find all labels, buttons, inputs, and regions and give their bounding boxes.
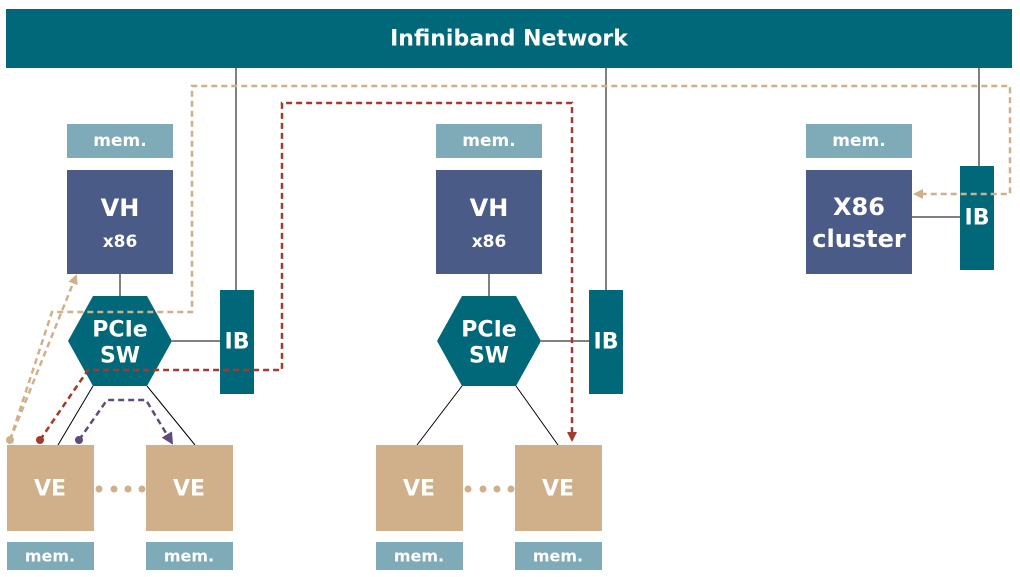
cluster-label-line1: X86 xyxy=(833,193,885,221)
pcie-switch: PCIe SW xyxy=(437,296,541,386)
x86-cluster-block: X86 cluster xyxy=(806,170,912,274)
pcie-label-line1: PCIe xyxy=(92,318,147,343)
mem-block: mem. xyxy=(515,542,602,570)
ib-label: IB xyxy=(225,330,250,355)
mem-label: mem. xyxy=(832,131,885,151)
ib-adapter: IB xyxy=(589,290,623,394)
ib-adapter: IB xyxy=(960,166,994,270)
pcie-switch: PCIe SW xyxy=(68,296,172,386)
ve-card: VE xyxy=(7,445,94,531)
data-path-red xyxy=(36,101,577,444)
mem-block: mem. xyxy=(436,124,542,158)
mem-block: mem. xyxy=(806,124,912,158)
infiniband-network-bar: Infiniband Network xyxy=(6,9,1012,68)
ve-label: VE xyxy=(34,477,66,502)
ib-label: IB xyxy=(965,206,990,231)
data-path-purple xyxy=(75,398,174,445)
vh-label: VH xyxy=(101,194,140,222)
pcie-label-line2: SW xyxy=(469,344,509,369)
pcie-label-line2: SW xyxy=(100,344,140,369)
vh-block: VH x86 xyxy=(67,170,173,274)
data-path-tan xyxy=(6,84,1012,444)
mem-block: mem. xyxy=(376,542,463,570)
mem-label: mem. xyxy=(462,131,515,151)
cluster-label-line2: cluster xyxy=(812,225,906,253)
mem-block: mem. xyxy=(67,124,173,158)
node-1: mem. VH x86 PCIe SW IB VE mem. VE xyxy=(7,124,254,570)
mem-label: mem. xyxy=(164,547,214,566)
mem-label: mem. xyxy=(533,547,583,566)
vh-label: VH xyxy=(470,194,509,222)
x86-cluster-node: mem. X86 cluster IB xyxy=(806,124,994,274)
network-label: Infiniband Network xyxy=(390,27,629,52)
mem-label: mem. xyxy=(25,547,75,566)
ve-ellipsis-dots xyxy=(464,485,515,493)
ib-adapter: IB xyxy=(220,290,254,394)
ve-label: VE xyxy=(403,477,435,502)
ib-label: IB xyxy=(594,330,619,355)
mem-label: mem. xyxy=(394,547,444,566)
mem-label: mem. xyxy=(93,131,146,151)
connection-lines xyxy=(57,68,980,446)
mem-block: mem. xyxy=(146,542,233,570)
ve-label: VE xyxy=(542,477,574,502)
vh-arch-label: x86 xyxy=(103,232,138,252)
ve-card: VE xyxy=(376,445,463,531)
mem-block: mem. xyxy=(7,542,94,570)
ve-ellipsis-dots xyxy=(95,485,146,493)
vh-arch-label: x86 xyxy=(472,232,507,252)
pcie-label-line1: PCIe xyxy=(461,318,516,343)
node-2: mem. VH x86 PCIe SW IB VE mem. VE xyxy=(376,124,623,570)
vh-block: VH x86 xyxy=(436,170,542,274)
ve-card: VE xyxy=(515,445,602,531)
ve-label: VE xyxy=(173,477,205,502)
ve-card: VE xyxy=(146,445,233,531)
